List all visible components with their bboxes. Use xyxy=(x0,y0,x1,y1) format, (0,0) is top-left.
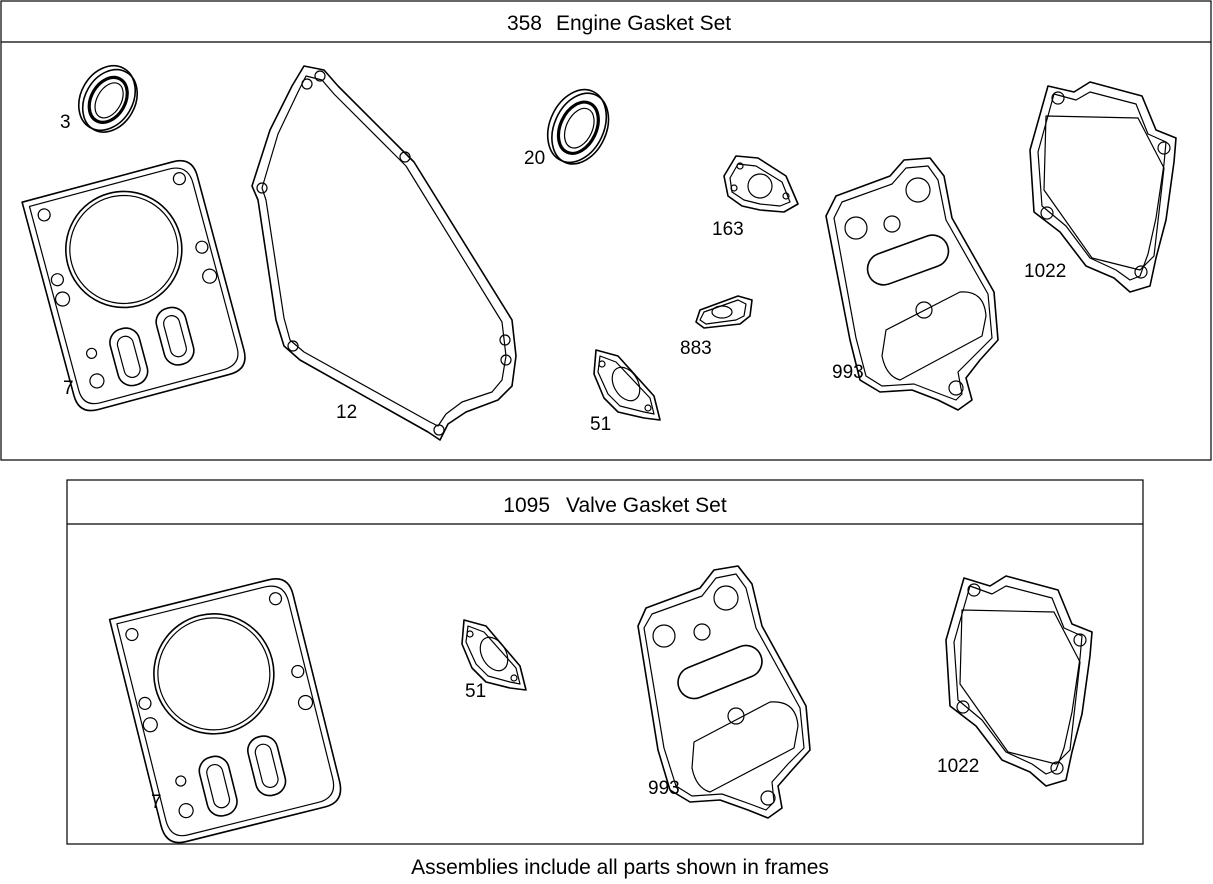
valve-set-number: 1095 xyxy=(503,494,550,517)
valve-set-title: Valve Gasket Set xyxy=(566,494,727,517)
part-993-valve-cover-gasket[interactable]: 993 xyxy=(825,157,999,411)
part-51-intake-gasket[interactable]: 51 xyxy=(590,349,661,435)
part-1022-rocker-cover-gasket[interactable]: 1022 xyxy=(1024,81,1177,293)
engine-gasket-set-frame: 358 Engine Gasket Set xyxy=(0,0,1212,461)
part-163-label: 163 xyxy=(712,219,744,240)
valve-part-51-intake-gasket[interactable]: 51 xyxy=(461,619,527,702)
part-883-label: 883 xyxy=(680,338,712,359)
valve-part-7-label: 7 xyxy=(151,792,162,813)
valve-gasket-set-frame: 1095 Valve Gasket Set xyxy=(66,479,1144,845)
valve-part-993-label: 993 xyxy=(648,778,680,799)
part-51-label: 51 xyxy=(590,414,611,435)
part-12-crankcase-gasket[interactable]: 12 xyxy=(251,65,517,441)
engine-set-title: Engine Gasket Set xyxy=(556,12,731,35)
engine-set-number: 358 xyxy=(507,12,542,35)
part-163-carburetor-gasket[interactable]: 163 xyxy=(712,155,799,240)
valve-part-993-valve-cover-gasket[interactable]: 993 xyxy=(637,565,811,819)
valve-part-7-head-gasket[interactable]: 7 xyxy=(108,575,345,847)
part-7-head-gasket[interactable]: 7 xyxy=(21,157,249,415)
part-993-label: 993 xyxy=(832,362,864,383)
part-883-gasket[interactable]: 883 xyxy=(680,295,753,359)
footnote: Assemblies include all parts shown in fr… xyxy=(411,856,829,879)
valve-part-51-label: 51 xyxy=(465,681,486,702)
part-3-label: 3 xyxy=(60,112,71,133)
part-20-label: 20 xyxy=(524,148,545,169)
valve-part-1022-rocker-cover-gasket[interactable]: 1022 xyxy=(937,575,1093,787)
part-20-seal[interactable]: 20 xyxy=(524,80,620,173)
valve-part-1022-label: 1022 xyxy=(937,756,979,777)
part-3-seal[interactable]: 3 xyxy=(60,56,149,142)
part-12-label: 12 xyxy=(336,402,357,423)
part-1022-label: 1022 xyxy=(1024,261,1066,282)
part-7-label: 7 xyxy=(63,378,74,399)
